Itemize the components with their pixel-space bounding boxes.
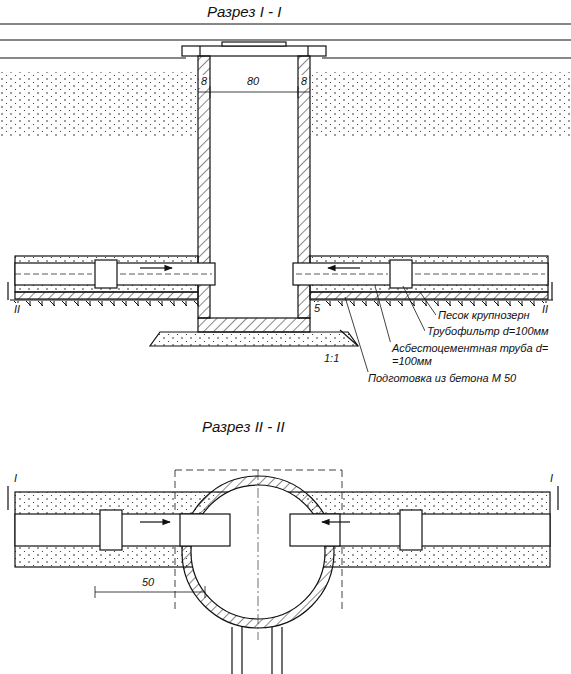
section-mark: I [12, 472, 19, 485]
dimension: 5 [312, 302, 322, 315]
section-2 [8, 470, 558, 674]
material-label: Трубофильтр d=100мм [425, 325, 551, 338]
slope-label: 1:1 [322, 352, 341, 365]
dimension: 8 [299, 75, 309, 88]
section-mark: II [12, 303, 22, 316]
section-mark: II [540, 303, 550, 316]
section-title: Разрез I - I [205, 3, 283, 20]
section-mark: I [548, 472, 555, 485]
dimension: 50 [140, 576, 156, 589]
material-label: =100мм [390, 355, 434, 368]
dimension: 8 [199, 75, 209, 88]
material-label: Подготовка из бетона М 50 [366, 372, 518, 385]
dimension: 80 [245, 75, 261, 88]
material-label: Песок крупнозерн [436, 309, 532, 322]
section-1 [0, 24, 571, 375]
section-title: Разрез II - II [200, 418, 287, 435]
material-label: Асбестоцементная труба d= [390, 342, 550, 355]
